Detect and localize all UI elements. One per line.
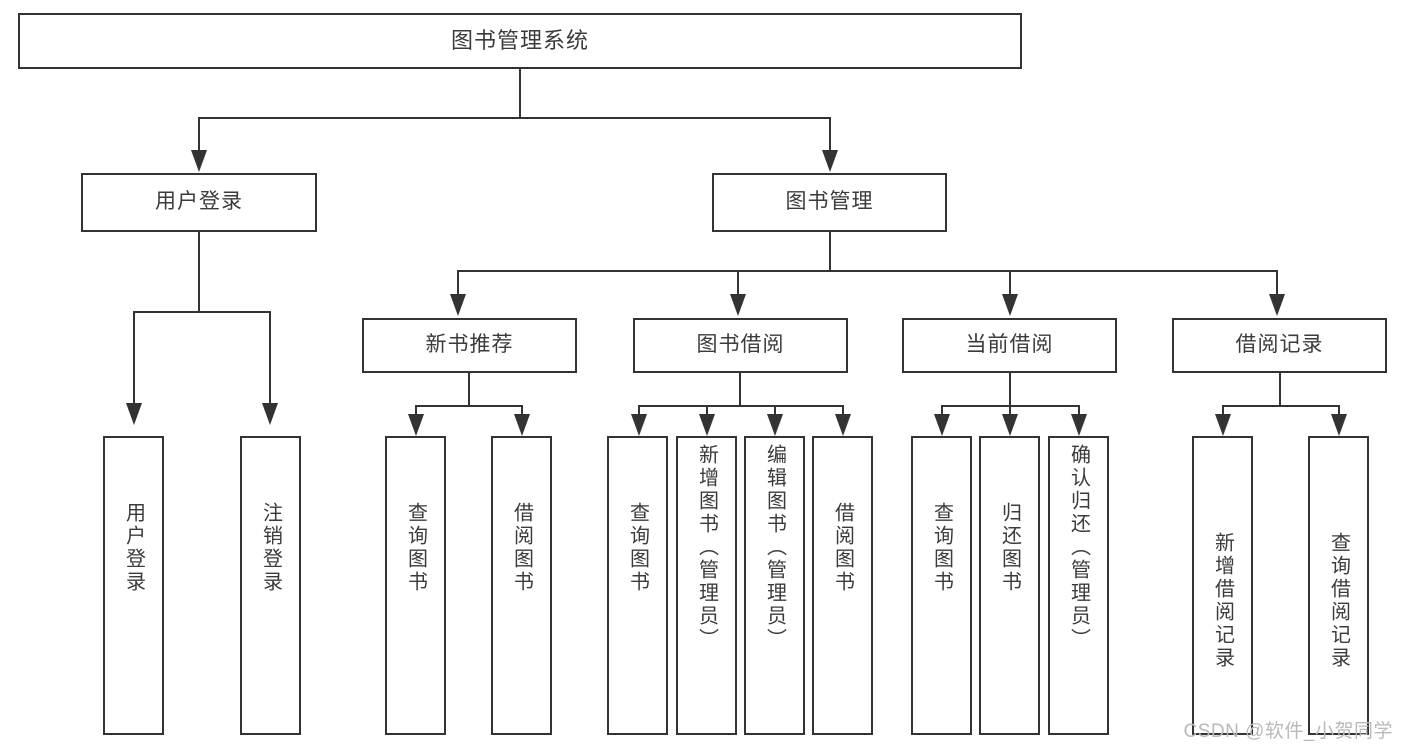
connector-current-borrow-c3-drop (1078, 405, 1080, 416)
connector-user-login-stem (198, 232, 200, 312)
connector-book-manage-stem (829, 232, 831, 271)
node-leaf-query-book-1[interactable]: 查询图书 (385, 436, 446, 735)
node-leaf-borrow-book-1[interactable]: 借阅图书 (491, 436, 552, 735)
node-label: 新书推荐 (425, 333, 514, 357)
node-label: 编辑图书（管理员） (763, 444, 786, 651)
connector-new-book-rec-bus (415, 405, 521, 407)
node-leaf-user-login[interactable]: 用户登录 (103, 436, 164, 735)
connector-user-login-child1-drop (133, 311, 135, 404)
node-leaf-confirm-return[interactable]: 确认归还（管理员） (1048, 436, 1109, 735)
node-label: 查询借阅记录 (1327, 532, 1350, 670)
connector-level2-left-drop (198, 117, 200, 151)
node-leaf-edit-book[interactable]: 编辑图书（管理员） (744, 436, 805, 735)
node-leaf-add-book[interactable]: 新增图书（管理员） (676, 436, 737, 735)
arrowhead-to-leaf-add-record (1215, 414, 1231, 436)
connector-book-borrow-c4-drop (842, 405, 844, 416)
arrowhead-to-book-manage (822, 150, 838, 172)
node-label: 新增借阅记录 (1211, 532, 1234, 670)
connector-book-borrow-bus (638, 405, 843, 407)
node-root-system[interactable]: 图书管理系统 (18, 13, 1022, 69)
connector-user-login-bus (133, 311, 269, 313)
node-label: 查询图书 (404, 502, 427, 594)
connector-book-borrow-stem (739, 373, 741, 406)
connector-book-borrow-c3-drop (774, 405, 776, 416)
arrowhead-to-user-login (191, 150, 207, 172)
connector-new-book-rec-c2-drop (521, 405, 523, 416)
node-label: 借阅图书 (831, 502, 854, 594)
node-label: 查询图书 (930, 502, 953, 594)
arrowhead-to-leaf-query-book-2 (631, 414, 647, 436)
node-leaf-borrow-book-2[interactable]: 借阅图书 (812, 436, 873, 735)
arrowhead-to-new-book-rec (450, 294, 466, 316)
connector-user-login-child2-drop (269, 311, 271, 404)
connector-current-borrow-c1-drop (941, 405, 943, 416)
node-label: 用户登录 (122, 502, 145, 594)
csdn-watermark: CSDN @软件_小贺同学 (1183, 721, 1393, 742)
arrowhead-to-leaf-add-book (699, 414, 715, 436)
arrowhead-to-current-borrow (1002, 294, 1018, 316)
node-leaf-query-book-2[interactable]: 查询图书 (607, 436, 668, 735)
connector-level3-c2-drop (737, 270, 739, 295)
node-label: 借阅记录 (1235, 333, 1324, 357)
connector-current-borrow-stem (1009, 373, 1011, 406)
connector-book-borrow-c2-drop (706, 405, 708, 416)
node-label: 图书管理系统 (450, 28, 589, 54)
connector-level2-bus (198, 117, 831, 119)
node-label: 图书管理 (785, 190, 874, 214)
node-leaf-return-book[interactable]: 归还图书 (979, 436, 1040, 735)
node-label: 归还图书 (998, 502, 1021, 594)
node-label: 查询图书 (626, 502, 649, 594)
node-leaf-add-record[interactable]: 新增借阅记录 (1192, 436, 1253, 735)
connector-borrow-record-bus (1222, 405, 1338, 407)
node-book-manage[interactable]: 图书管理 (712, 173, 947, 232)
node-book-borrow[interactable]: 图书借阅 (633, 318, 848, 373)
connector-level3-c3-drop (1009, 270, 1011, 295)
connector-level3-bus (457, 270, 1277, 272)
arrowhead-to-leaf-return-book (1002, 414, 1018, 436)
connector-current-borrow-c2-drop (1009, 405, 1011, 416)
node-label: 图书借阅 (696, 333, 785, 357)
arrowhead-to-leaf-user-login (126, 403, 142, 425)
arrowhead-to-leaf-query-book-3 (934, 414, 950, 436)
arrowhead-to-leaf-query-book-1 (408, 414, 424, 436)
arrowhead-to-leaf-borrow-book-1 (514, 414, 530, 436)
arrowhead-to-book-borrow (730, 294, 746, 316)
arrowhead-to-leaf-query-record (1331, 414, 1347, 436)
connector-level3-c4-drop (1276, 270, 1278, 295)
node-label: 确认归还（管理员） (1067, 444, 1090, 651)
node-label: 用户登录 (155, 190, 243, 214)
connector-book-borrow-c1-drop (638, 405, 640, 416)
node-borrow-record[interactable]: 借阅记录 (1172, 318, 1387, 373)
arrowhead-to-leaf-confirm-return (1071, 414, 1087, 436)
node-label: 借阅图书 (510, 502, 533, 594)
connector-new-book-rec-c1-drop (415, 405, 417, 416)
node-new-book-rec[interactable]: 新书推荐 (362, 318, 577, 373)
node-leaf-query-book-3[interactable]: 查询图书 (911, 436, 972, 735)
node-user-login[interactable]: 用户登录 (81, 173, 317, 232)
connector-new-book-rec-stem (468, 373, 470, 406)
connector-borrow-record-c1-drop (1222, 405, 1224, 416)
arrowhead-to-leaf-logout (262, 403, 278, 425)
connector-level3-c1-drop (457, 270, 459, 295)
node-label: 新增图书（管理员） (695, 444, 718, 651)
node-current-borrow[interactable]: 当前借阅 (902, 318, 1117, 373)
connector-root-stem (519, 69, 521, 118)
node-leaf-logout[interactable]: 注销登录 (240, 436, 301, 735)
node-label: 注销登录 (259, 502, 282, 594)
connector-level2-right-drop (829, 117, 831, 151)
node-label: 当前借阅 (965, 333, 1054, 357)
node-leaf-query-record[interactable]: 查询借阅记录 (1308, 436, 1369, 735)
connector-borrow-record-c2-drop (1338, 405, 1340, 416)
connector-borrow-record-stem (1279, 373, 1281, 406)
arrowhead-to-leaf-borrow-book-2 (835, 414, 851, 436)
arrowhead-to-borrow-record (1269, 294, 1285, 316)
arrowhead-to-leaf-edit-book (767, 414, 783, 436)
